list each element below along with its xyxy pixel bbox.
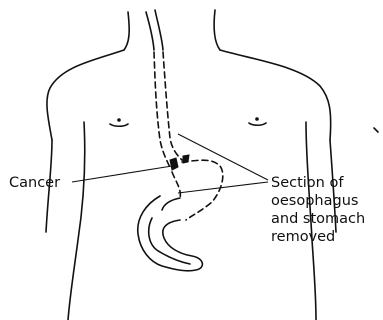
removed-leader-upper <box>178 134 268 180</box>
right-nipple-icon <box>249 117 266 125</box>
cancer-tumour-icon <box>170 158 178 170</box>
edge-mark <box>374 128 378 132</box>
left-nipple-icon <box>110 118 128 126</box>
removed-section-label: Section of oesophagus and stomach remove… <box>271 174 365 246</box>
stomach-inner-wall <box>149 218 190 264</box>
removed-oesophagus-left <box>154 52 170 168</box>
cancer-label: Cancer <box>9 174 60 192</box>
cancer-leader-line <box>72 166 172 182</box>
stomach-outer-wall <box>138 196 203 271</box>
oesophagus-right-wall <box>155 10 163 50</box>
stomach-outer-bend <box>162 198 180 210</box>
left-shoulder-outline <box>47 50 124 140</box>
oesophagus-left-wall <box>146 12 154 50</box>
neck-right-outline <box>214 10 220 50</box>
left-torso-outline <box>68 122 85 320</box>
right-shoulder-outline <box>220 50 331 140</box>
removed-stomach-inner <box>172 172 180 198</box>
removed-leader-lower <box>178 182 268 193</box>
neck-left-outline <box>124 12 129 50</box>
removed-oesophagus-right <box>163 52 182 160</box>
